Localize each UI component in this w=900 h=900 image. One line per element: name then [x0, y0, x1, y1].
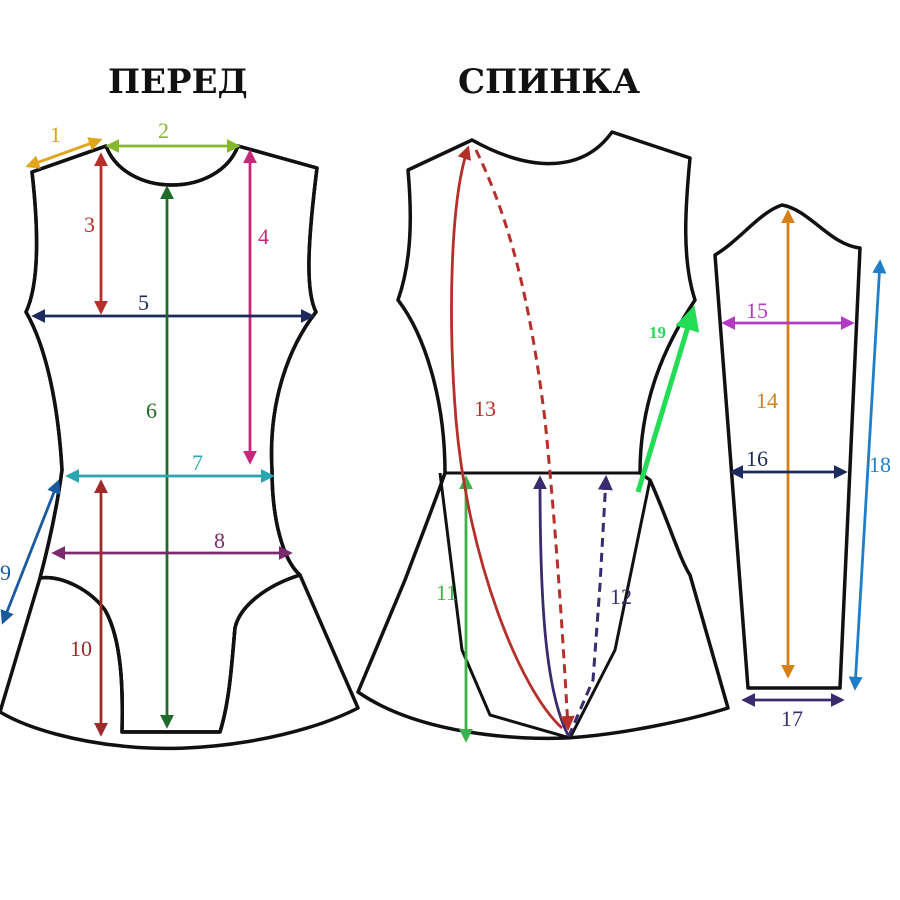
measure-label-13: 13 — [474, 396, 496, 421]
measure-label-8: 8 — [214, 528, 225, 553]
measure-line-12-solid — [533, 475, 570, 736]
front-title: ПЕРЕД — [108, 62, 248, 102]
measure-label-19: 19 — [649, 323, 666, 342]
measure-line-1 — [25, 137, 103, 169]
measure-label-1: 1 — [50, 122, 61, 147]
measure-label-11: 11 — [436, 580, 457, 605]
measure-line-19 — [635, 305, 700, 493]
back-title: СПИНКА — [458, 62, 640, 102]
measure-label-3: 3 — [84, 212, 95, 237]
back-piece — [356, 130, 730, 741]
measure-line-9 — [0, 479, 61, 625]
measure-label-10: 10 — [70, 636, 92, 661]
measure-label-17: 17 — [781, 706, 803, 731]
measure-label-18: 18 — [869, 452, 891, 477]
measure-label-5: 5 — [138, 290, 149, 315]
measure-label-7: 7 — [192, 450, 203, 475]
measure-line-13-solid — [450, 145, 563, 730]
measure-label-14: 14 — [756, 388, 778, 413]
measure-label-6: 6 — [146, 398, 157, 423]
measure-line-18 — [848, 259, 887, 691]
measure-line-13-dashed — [474, 149, 575, 731]
measure-line-12-dashed — [566, 475, 613, 739]
measure-label-2: 2 — [158, 118, 169, 143]
measure-label-16: 16 — [746, 446, 768, 471]
back-bodysuit-seam — [438, 472, 652, 740]
measure-label-9: 9 — [0, 560, 11, 585]
front-body-overlay — [24, 144, 319, 734]
measure-label-12: 12 — [610, 584, 632, 609]
measure-label-15: 15 — [746, 298, 768, 323]
measure-label-4: 4 — [258, 224, 269, 249]
